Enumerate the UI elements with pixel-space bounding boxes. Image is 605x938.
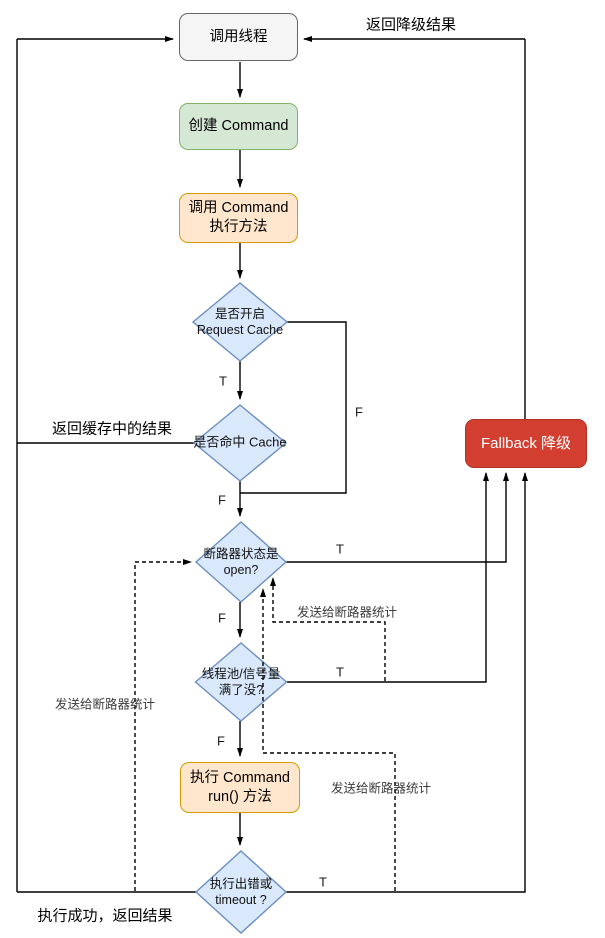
edge-label-breaker-open-false: F — [218, 610, 226, 626]
edge-label-pool-full-true: T — [336, 664, 344, 680]
edge-label-breaker-open-true: T — [336, 541, 344, 557]
annotation-success-return-result: 执行成功，返回结果 — [37, 907, 173, 925]
node-error-or-timeout-shape — [194, 850, 288, 934]
node-run-method: 执行 Command run() 方法 — [180, 762, 300, 813]
edge-label-cache-enabled-true: T — [219, 373, 227, 389]
annotation-return-fallback-result: 返回降级结果 — [365, 16, 457, 34]
edge-stats-from-success — [134, 559, 192, 891]
edge-pool-true-to-fallback — [287, 472, 489, 683]
edge-label-error-timeout-true: T — [319, 874, 327, 890]
node-fallback: Fallback 降级 — [465, 419, 587, 468]
edge-stats-from-pool-true — [270, 577, 386, 681]
edge-label-cache-hit-false: F — [218, 492, 226, 508]
node-cache-hit-shape — [192, 404, 288, 482]
node-caller-thread: 调用线程 — [179, 13, 298, 61]
edge-label-cache-enabled-false: F — [355, 404, 363, 420]
annotation-send-breaker-stats-right: 发送给断路器统计 — [330, 781, 432, 796]
node-request-cache-enabled-shape — [191, 282, 289, 362]
edge-cache-check-false-branch — [240, 321, 347, 494]
annotation-send-breaker-stats-left: 发送给断路器统计 — [54, 697, 156, 712]
edge-breaker-true-to-fallback — [286, 472, 509, 563]
node-pool-semaphore-full-shape — [194, 642, 288, 722]
edge-label-pool-full-false: F — [217, 733, 225, 749]
node-create-command: 创建 Command — [179, 103, 298, 150]
annotation-return-cached-result: 返回缓存中的结果 — [51, 420, 173, 438]
node-circuit-breaker-open-shape — [194, 521, 288, 603]
node-invoke-execute-method: 调用 Command 执行方法 — [179, 193, 298, 243]
annotation-send-breaker-stats-top: 发送给断路器统计 — [296, 605, 398, 620]
edge-stats-from-timeout-true — [260, 588, 396, 891]
edge-timeout-true-to-fallback — [283, 472, 528, 893]
